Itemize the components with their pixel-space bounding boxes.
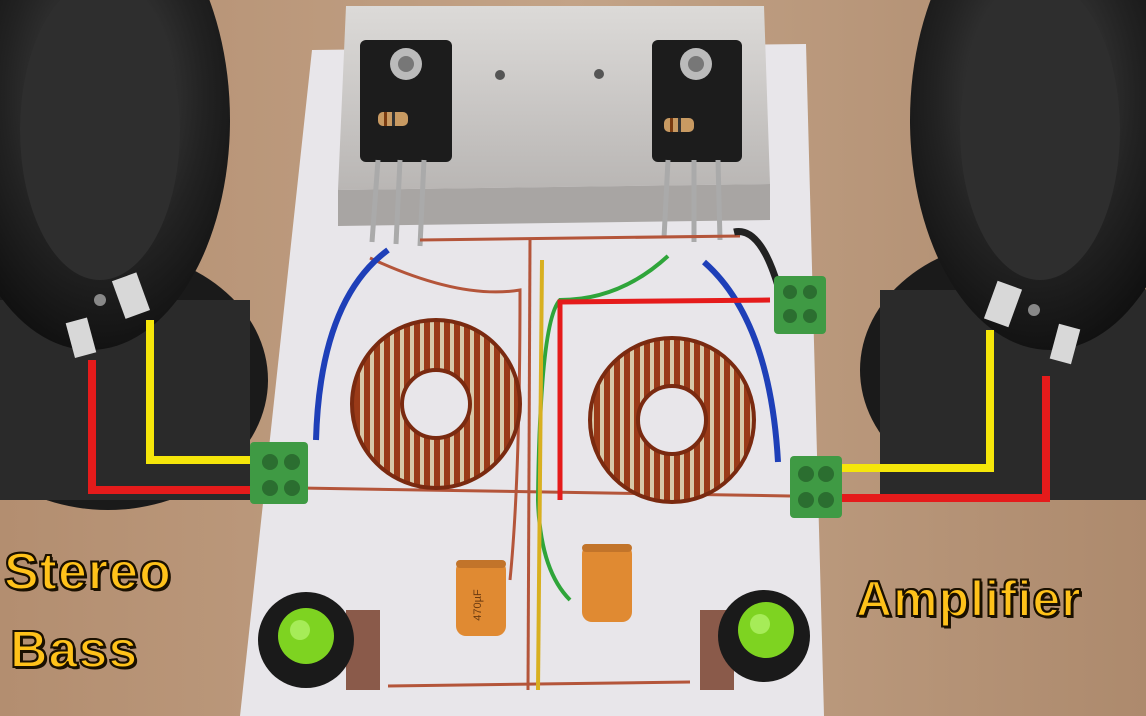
transistor-left [360, 40, 452, 247]
transistor-right [652, 40, 742, 242]
wire-yellow-right [830, 330, 994, 472]
potentiometer-right [700, 590, 810, 690]
speaker-left [0, 0, 268, 510]
toroid-coil-right [588, 336, 756, 504]
caption-bass: Bass [9, 621, 139, 679]
wire-blue-left [313, 247, 390, 441]
terminal-block-top-right [774, 276, 826, 334]
terminal-block-left [250, 442, 308, 504]
toroid-coil-left [350, 318, 522, 490]
terminal-block-right [790, 456, 842, 518]
svg-text:470µF: 470µF [472, 589, 484, 621]
wire-red-center [557, 297, 771, 500]
speaker-right [860, 0, 1146, 500]
wire-yellow-left [146, 320, 256, 464]
caption-amplifier: Amplifier [855, 571, 1082, 627]
capacitor-left: 470µF [456, 560, 506, 636]
wire-red-right [830, 376, 1050, 502]
wire-yellow-center [536, 259, 544, 691]
wire-red-left [88, 360, 256, 494]
wire-blue-right [702, 259, 781, 463]
caption-stereo: Stereo [3, 543, 172, 601]
potentiometer-left [258, 592, 380, 690]
capacitor-right [582, 544, 632, 622]
